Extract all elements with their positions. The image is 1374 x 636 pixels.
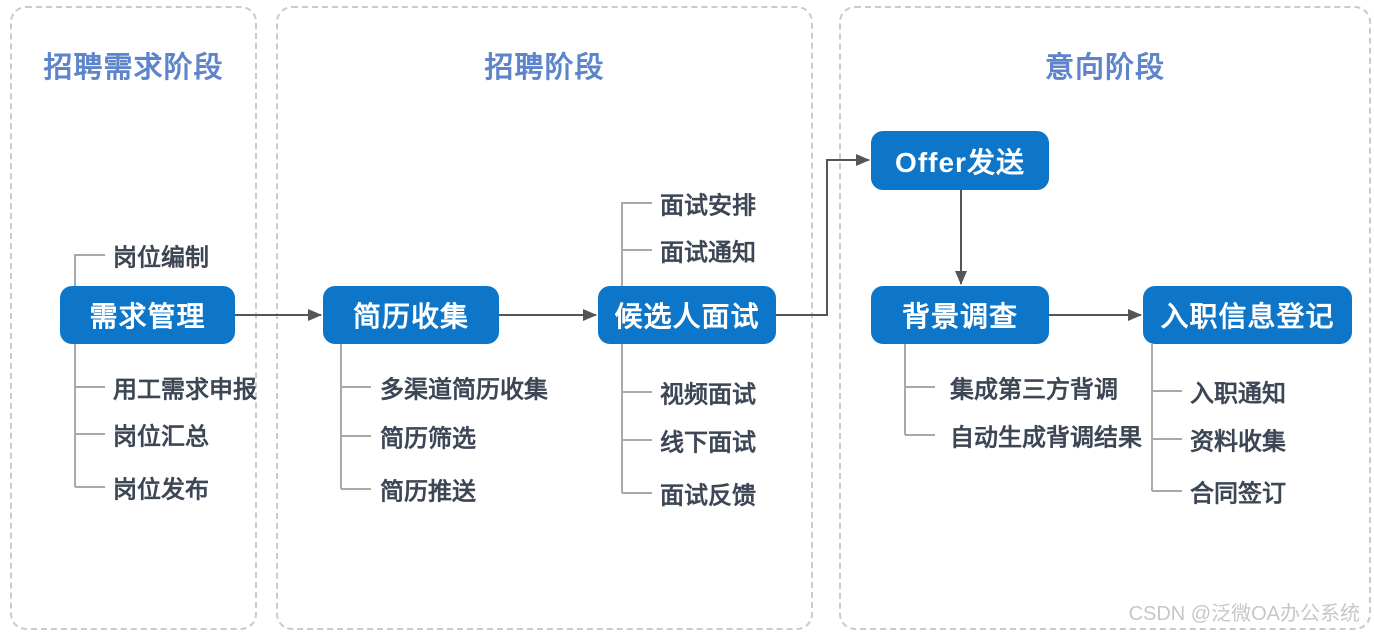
sub-item-video-interview: 视频面试	[660, 381, 756, 409]
sub-item-multichannel-resume-collection: 多渠道简历收集	[380, 376, 548, 404]
sub-item-onboarding-notification: 入职通知	[1190, 380, 1286, 408]
node-background-check: 背景调查	[871, 286, 1049, 344]
node-demand-management: 需求管理	[60, 286, 235, 344]
node-onboarding-registration: 入职信息登记	[1143, 286, 1352, 344]
sub-item-interview-arrangement: 面试安排	[660, 192, 756, 220]
node-offer-sending: Offer发送	[871, 131, 1049, 190]
phase-title-recruiting: 招聘阶段	[484, 52, 605, 84]
node-resume-collection: 简历收集	[323, 286, 499, 344]
sub-item-document-collection: 资料收集	[1190, 428, 1286, 456]
sub-item-resume-screening: 简历筛选	[380, 425, 476, 453]
node-candidate-interview: 候选人面试	[598, 286, 776, 344]
sub-item-offline-interview: 线下面试	[660, 429, 756, 457]
sub-item-position-establishment: 岗位编制	[113, 244, 209, 272]
phase-title-intention: 意向阶段	[1044, 52, 1165, 84]
sub-item-auto-background-result: 自动生成背调结果	[950, 424, 1142, 452]
sub-item-labor-demand-application: 用工需求申报	[113, 376, 257, 404]
sub-item-contract-signing: 合同签订	[1190, 480, 1286, 508]
sub-item-resume-push: 简历推送	[380, 478, 476, 506]
sub-item-thirdparty-background-check: 集成第三方背调	[950, 376, 1118, 404]
sub-item-interview-feedback: 面试反馈	[660, 482, 756, 510]
sub-item-position-summary: 岗位汇总	[113, 423, 209, 451]
sub-item-interview-notification: 面试通知	[660, 239, 756, 267]
csdn-watermark: CSDN @泛微OA办公系统	[1128, 603, 1360, 625]
phase-title-recruit-demand: 招聘需求阶段	[43, 52, 224, 84]
sub-item-position-publishing: 岗位发布	[113, 476, 209, 504]
